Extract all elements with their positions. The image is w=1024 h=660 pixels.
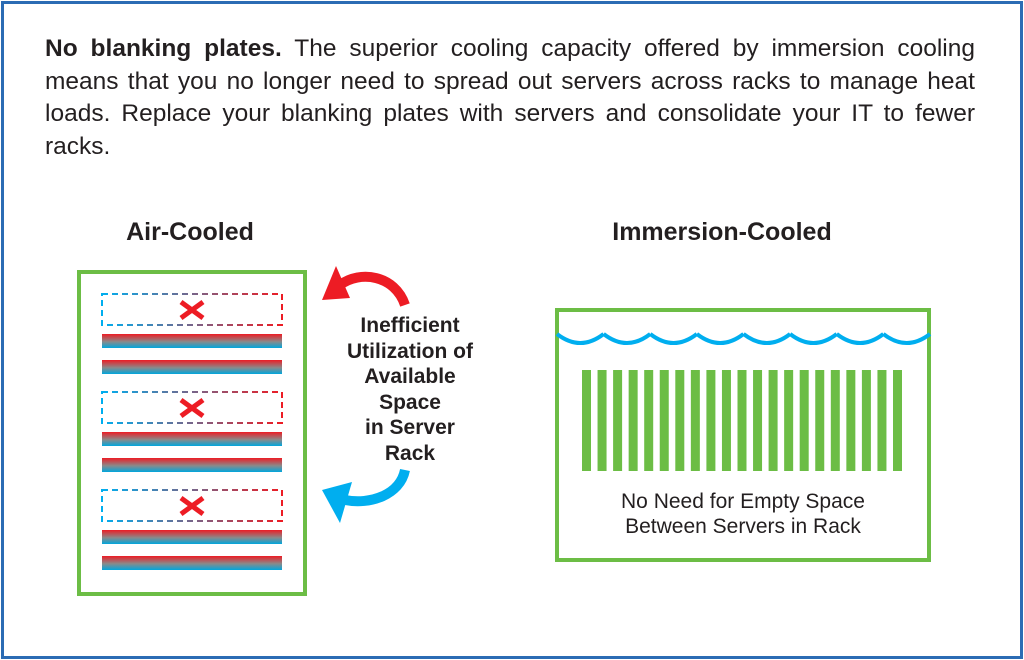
x-icon [179, 495, 205, 517]
empty-slot [101, 489, 283, 522]
air-cooled-title: Air-Cooled [126, 218, 254, 246]
immersed-server [861, 370, 871, 471]
immersed-server [753, 370, 763, 471]
caption-line: Between Servers in Rack [625, 515, 861, 538]
immersed-server [784, 370, 794, 471]
immersed-server [706, 370, 716, 471]
air-server [102, 360, 282, 374]
immersed-server [768, 370, 778, 471]
air-cooled-rack [77, 270, 307, 596]
intro-bold: No blanking plates. [45, 35, 282, 62]
immersed-server [597, 370, 607, 471]
mid-line: in Server [365, 416, 455, 440]
mid-line: Available [364, 365, 456, 389]
immersed-server [675, 370, 685, 471]
caption-line: No Need for Empty Space [621, 490, 865, 513]
air-server [102, 432, 282, 446]
air-server [102, 530, 282, 544]
immersed-server [815, 370, 825, 471]
immersed-server [737, 370, 747, 471]
intro-paragraph: No blanking plates. The superior cooling… [45, 33, 975, 163]
x-icon [179, 299, 205, 321]
blue-arrow-head [322, 482, 352, 523]
immersed-server [799, 370, 809, 471]
mid-line: Inefficient [360, 314, 460, 337]
immersed-server [628, 370, 638, 471]
intro-text: The superior cooling capacity offered by… [45, 35, 975, 160]
immersed-server [830, 370, 840, 471]
immersion-tank [555, 308, 931, 562]
air-server [102, 556, 282, 570]
immersion-cooled-title: Immersion-Cooled [612, 218, 832, 246]
immersed-server [846, 370, 856, 471]
immersed-server [659, 370, 669, 471]
immersed-server [721, 370, 731, 471]
air-server [102, 458, 282, 472]
mid-line: Space [379, 390, 441, 414]
empty-slot [101, 293, 283, 326]
immersed-server [582, 370, 591, 471]
immersed-server [893, 370, 902, 471]
air-server [102, 334, 282, 348]
x-icon [179, 397, 205, 419]
mid-line: Utilization of [347, 339, 473, 363]
immersed-server [644, 370, 654, 471]
immersed-server [877, 370, 887, 471]
immersed-server [690, 370, 700, 471]
blue-arrow-curve [344, 468, 410, 507]
inefficient-label: Inefficient Utilization of Available Spa… [320, 313, 500, 467]
mid-line: Rack [384, 441, 436, 465]
red-arrow-curve [337, 271, 410, 307]
immersed-server [613, 370, 623, 471]
red-arrow-head [322, 266, 350, 300]
coolant-wave [555, 332, 932, 345]
empty-slot [101, 391, 283, 424]
immersion-caption: No Need for Empty Space Between Servers … [556, 489, 930, 539]
